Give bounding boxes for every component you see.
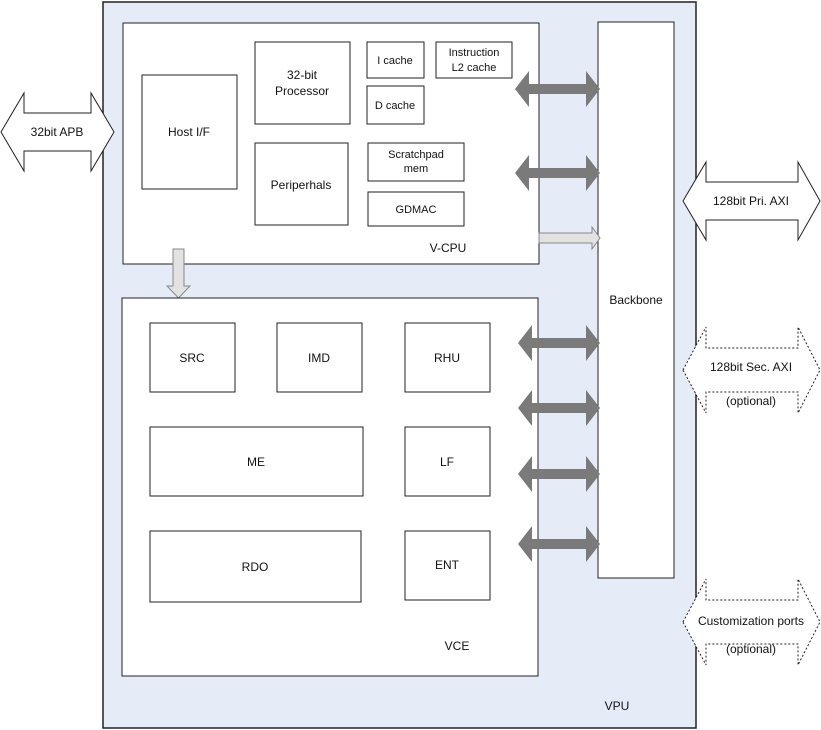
- pri-axi-port-label: 128bit Pri. AXI: [713, 194, 789, 208]
- instruction-l2-line2: L2 cache: [452, 62, 497, 74]
- lf-box: [404, 426, 491, 497]
- instruction-l2-line1: Instruction: [449, 47, 500, 59]
- processor-label-line1: 32-bit: [287, 68, 318, 82]
- scratchpad-line2: mem: [404, 163, 428, 175]
- vcpu-backbone-arrow-3: [538, 225, 601, 251]
- imd-box: [276, 322, 363, 393]
- customization-port-arrow: [682, 578, 821, 666]
- peripherals-label: Periperhals: [271, 178, 332, 192]
- vce-backbone-arrow-4: [518, 526, 600, 562]
- rhu-box: [404, 322, 491, 393]
- vce-backbone-arrow-3: [518, 456, 600, 492]
- me-label: ME: [247, 455, 265, 469]
- ent-label: ENT: [435, 558, 460, 572]
- host-if-box: [141, 74, 238, 190]
- vcpu-label: V-CPU: [430, 241, 467, 255]
- customization-optional-note: (optional): [726, 642, 776, 656]
- apb-port-arrow: [0, 91, 115, 173]
- vcpu-backbone-arrow-1: [515, 71, 600, 107]
- icache-label: I cache: [377, 55, 412, 67]
- scratchpad-line1: Scratchpad: [388, 149, 444, 161]
- rhu-label: RHU: [434, 351, 460, 365]
- gdmac-label: GDMAC: [396, 204, 437, 216]
- dcache-label: D cache: [375, 100, 415, 112]
- peripherals-box: [254, 142, 349, 226]
- customization-port-label: Customization ports: [698, 614, 804, 628]
- scratchpad-box: [367, 142, 465, 182]
- vcpu-backbone-arrow-2: [515, 155, 600, 191]
- lf-label: LF: [440, 455, 454, 469]
- pri-axi-port-arrow: [682, 160, 821, 242]
- rdo-box: [149, 530, 362, 603]
- gdmac-box: [367, 191, 465, 227]
- processor-box: [254, 41, 351, 125]
- rdo-label: RDO: [242, 560, 269, 574]
- vce-backbone-arrow-2: [518, 390, 600, 426]
- backbone-label: Backbone: [609, 293, 663, 307]
- vpu-label: VPU: [605, 699, 630, 713]
- src-box: [149, 322, 236, 393]
- me-box: [149, 426, 364, 497]
- sec-axi-optional-note: (optional): [726, 394, 776, 408]
- sec-axi-port-arrow: [682, 326, 821, 414]
- icache-box: [366, 41, 425, 79]
- processor-label-line2: Processor: [275, 84, 329, 98]
- imd-label: IMD: [308, 351, 330, 365]
- apb-port-label: 32bit APB: [31, 125, 84, 139]
- backbone-block: [597, 21, 675, 579]
- dcache-box: [366, 85, 425, 125]
- sec-axi-port-label: 128bit Sec. AXI: [710, 360, 792, 374]
- vce-backbone-arrow-1: [518, 325, 600, 361]
- ent-box: [404, 530, 491, 601]
- vcpu-to-vce-arrow: [165, 248, 192, 299]
- instruction-l2-box: [435, 41, 513, 79]
- vce-label: VCE: [445, 639, 470, 653]
- host-if-label: Host I/F: [168, 125, 210, 139]
- src-label: SRC: [179, 351, 205, 365]
